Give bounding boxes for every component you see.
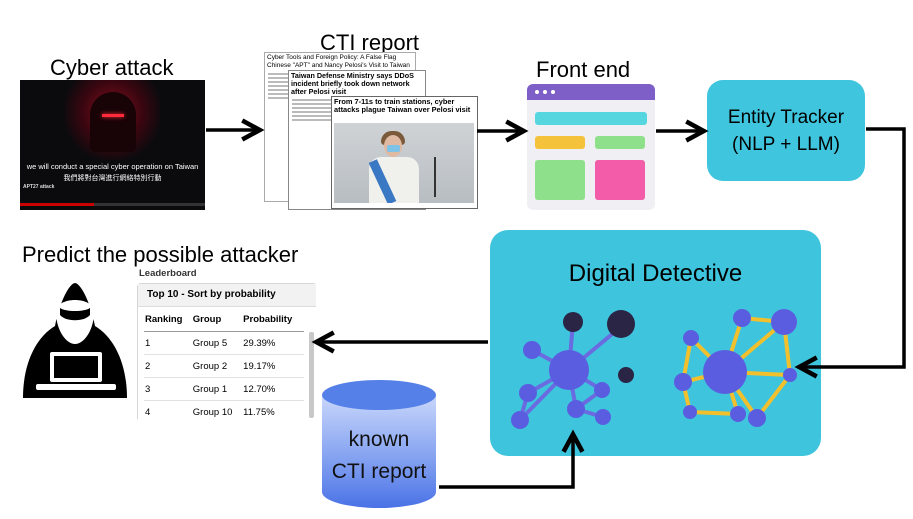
- front-end-icon: [527, 84, 655, 210]
- table-row: 1 Group 5 29.39%: [144, 331, 304, 355]
- database-cylinder-icon: [322, 380, 436, 508]
- article-3-headline: From 7-11s to train stations, cyber atta…: [334, 97, 471, 114]
- known-cti-database: known CTI report: [320, 379, 438, 510]
- leaderboard: Leaderboard Top 10 - Sort by probability…: [134, 268, 316, 419]
- group-cell: Group 2: [191, 354, 243, 378]
- network-graphs: [511, 309, 797, 429]
- database-label-line2: CTI report: [331, 460, 427, 483]
- entity-tracker-box: Entity Tracker (NLP + LLM): [707, 80, 865, 181]
- leaderboard-table: Ranking Group Probability 1 Group 5 29.3…: [144, 307, 304, 419]
- cti-report-label: CTI report: [320, 30, 420, 55]
- video-subtitle-zh: 我們將對台灣進行網絡特別行動: [63, 175, 162, 182]
- cyber-attack-label: Cyber attack: [50, 55, 174, 80]
- hooded-figure: [90, 92, 136, 152]
- predict-attacker-label: Predict the possible attacker: [22, 242, 299, 267]
- entity-tracker-subtitle: (NLP + LLM): [732, 133, 840, 155]
- col-probability: Probability: [242, 307, 304, 332]
- video-subtitle-en: we will conduct a special cyber operatio…: [26, 162, 199, 171]
- database-label-line1: known: [348, 428, 410, 451]
- prob-cell: 29.39%: [242, 331, 304, 355]
- rank-cell: 4: [144, 400, 192, 419]
- digital-detective-title: Digital Detective: [568, 260, 743, 287]
- table-row: 3 Group 1 12.70%: [144, 377, 304, 401]
- rank-cell: 2: [144, 354, 192, 378]
- table-row: 2 Group 2 19.17%: [144, 354, 304, 378]
- left-network-graph: [511, 310, 635, 429]
- col-group: Group: [191, 307, 243, 332]
- entity-tracker-title: Entity Tracker: [727, 106, 845, 128]
- cyber-attack-video: we will conduct a special cyber operatio…: [20, 80, 205, 210]
- rank-cell: 3: [144, 377, 192, 401]
- prob-cell: 12.70%: [242, 377, 304, 401]
- video-title: APT27 attack: [23, 184, 55, 190]
- group-cell: Group 1: [191, 377, 243, 401]
- group-cell: Group 10: [191, 400, 243, 419]
- leaderboard-panel-title: Top 10 - Sort by probability: [138, 284, 316, 307]
- rank-cell: 1: [144, 331, 192, 355]
- leaderboard-panel: Top 10 - Sort by probability Ranking Gro…: [137, 283, 316, 419]
- prob-cell: 11.75%: [242, 400, 304, 419]
- col-ranking: Ranking: [144, 307, 192, 332]
- hacker-icon: [23, 283, 127, 398]
- article-2-headline: Taiwan Defense Ministry says DDoS incide…: [291, 71, 414, 96]
- leaderboard-scrollbar[interactable]: [309, 332, 314, 418]
- digital-detective-box: Digital Detective: [490, 230, 821, 456]
- video-progress-bar: [20, 203, 205, 206]
- front-end-label: Front end: [536, 57, 631, 82]
- prob-cell: 19.17%: [242, 354, 304, 378]
- right-network-graph: [674, 309, 797, 427]
- news-photo: [334, 123, 474, 203]
- table-row: 4 Group 10 11.75%: [144, 400, 304, 419]
- figure-eyes: [102, 114, 124, 117]
- group-cell: Group 5: [191, 331, 243, 355]
- article-1-headline: Cyber Tools and Foreign Policy: A False …: [267, 54, 410, 69]
- leaderboard-title: Leaderboard: [139, 268, 197, 279]
- news-article-3: From 7-11s to train stations, cyber atta…: [331, 96, 478, 209]
